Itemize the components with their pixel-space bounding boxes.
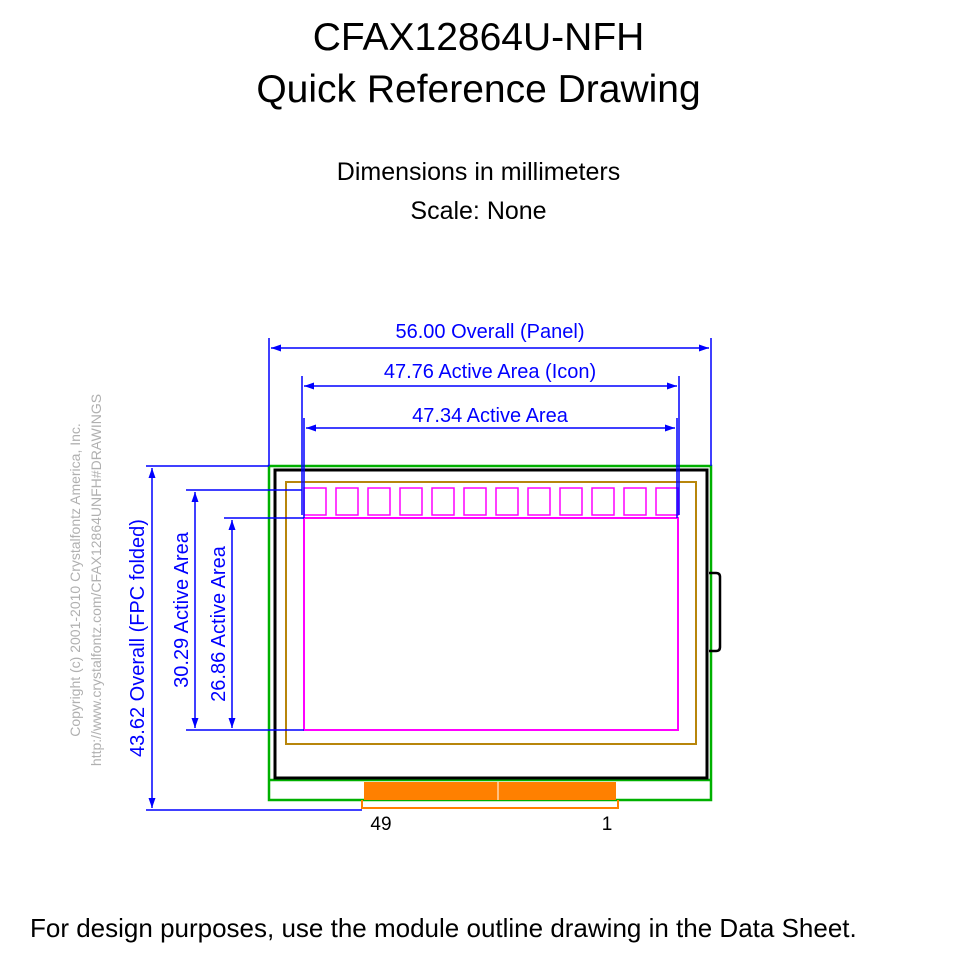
side-tab	[709, 571, 722, 653]
icon-active-width-label: 47.76 Active Area (Icon)	[384, 361, 596, 383]
icon-cell	[655, 487, 679, 516]
pin-49-label: 49	[370, 814, 391, 835]
dimension-lines	[146, 338, 712, 811]
icon-cell	[463, 487, 487, 516]
icon-cell	[303, 487, 327, 516]
active-width-label: 47.34 Active Area	[412, 405, 569, 427]
design-note: For design purposes, use the module outl…	[30, 913, 857, 943]
icon-cell	[399, 487, 423, 516]
icon-active-height-label: 30.29 Active Area	[171, 531, 193, 688]
icon-cell	[431, 487, 455, 516]
copyright-url: http://www.crystalfontz.com/CFAX12864UNF…	[88, 394, 104, 766]
scale-note: Scale: None	[410, 197, 547, 225]
icon-cell	[527, 487, 551, 516]
overall-height-label: 43.62 Overall (FPC folded)	[127, 519, 149, 757]
fpc-connector	[364, 782, 616, 800]
drawing-title: CFAX12864U-NFH	[312, 16, 645, 59]
fpc-pin-bracket	[361, 800, 619, 809]
icon-cell	[591, 487, 615, 516]
icon-cell	[495, 487, 519, 516]
panel-outline	[267, 464, 713, 802]
icon-cell	[559, 487, 583, 516]
drawing-subtitle: Quick Reference Drawing	[256, 68, 701, 111]
bezel-outline	[285, 481, 697, 745]
icon-cell	[367, 487, 391, 516]
module-outline	[273, 468, 709, 780]
overall-width-label: 56.00 Overall (Panel)	[396, 321, 585, 343]
pin-1-label: 1	[602, 814, 613, 835]
active-area	[303, 517, 679, 731]
copyright-line: Copyright (c) 2001-2010 Crystalfontz Ame…	[67, 423, 83, 737]
icon-cell	[335, 487, 359, 516]
icon-cell	[623, 487, 647, 516]
units-note: Dimensions in millimeters	[336, 158, 621, 186]
icon-row	[303, 487, 679, 516]
active-height-label: 26.86 Active Area	[208, 545, 230, 702]
